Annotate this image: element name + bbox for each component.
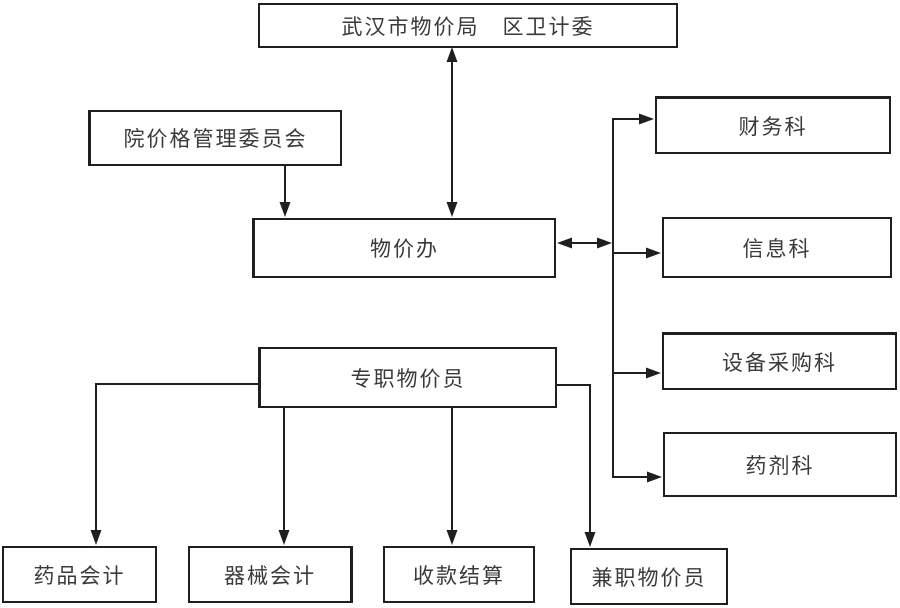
node-finance-dept-label: 财务科 — [738, 114, 808, 139]
connector-spine-information-arrow — [613, 247, 661, 259]
node-finance-dept: 财务科 — [655, 96, 891, 154]
node-payment-settlement: 收款结算 — [383, 546, 535, 603]
node-payment-settlement-label: 收款结算 — [413, 563, 505, 588]
node-pharmacy-dept: 药剂科 — [663, 432, 897, 497]
node-drug-accounting-label: 药品会计 — [33, 563, 126, 588]
node-parttime-pricing-officer-label: 兼职物价员 — [591, 565, 707, 590]
node-information-dept-label: 信息科 — [742, 236, 812, 261]
node-hospital-price-committee: 院价格管理委员会 — [88, 110, 342, 166]
node-fulltime-pricing-officer: 专职物价员 — [258, 347, 557, 408]
connector-fulltime-deviceaccounting-arrow — [278, 408, 290, 545]
connector-spine-pharmacy-arrow — [612, 471, 662, 483]
node-equipment-procurement-dept-label: 设备采购科 — [722, 350, 837, 375]
connector-spine-finance-arrow — [612, 113, 654, 125]
node-hospital-price-committee-label: 院价格管理委员会 — [123, 127, 308, 151]
connector-fulltime-settlement-arrow — [446, 408, 458, 545]
node-drug-accounting: 药品会计 — [2, 546, 157, 603]
node-city-price-bureau: 武汉市物价局 区卫计委 — [258, 3, 678, 48]
node-device-accounting-label: 器械会计 — [224, 563, 316, 588]
connector-priceoffice-spine-double-arrow — [557, 237, 612, 249]
node-equipment-procurement-dept: 设备采购科 — [662, 332, 897, 390]
connector-spine-equipment-arrow — [613, 367, 661, 379]
connector-committee-priceoffice-arrow — [279, 166, 291, 217]
connector-fulltime-drugaccounting-arrow — [90, 383, 258, 545]
node-price-office-label: 物价办 — [370, 237, 439, 261]
node-city-price-bureau-label: 武汉市物价局 区卫计委 — [341, 14, 595, 39]
node-device-accounting: 器械会计 — [188, 546, 353, 603]
connector-bureau-priceoffice-double-arrow — [446, 47, 458, 217]
node-fulltime-pricing-officer-label: 专职物价员 — [350, 366, 466, 391]
node-information-dept: 信息科 — [662, 217, 892, 278]
connector-fulltime-parttime-arrow — [557, 384, 596, 547]
node-parttime-pricing-officer: 兼职物价员 — [570, 548, 728, 605]
node-pharmacy-dept-label: 药剂科 — [745, 453, 815, 478]
node-price-office: 物价办 — [252, 218, 556, 278]
